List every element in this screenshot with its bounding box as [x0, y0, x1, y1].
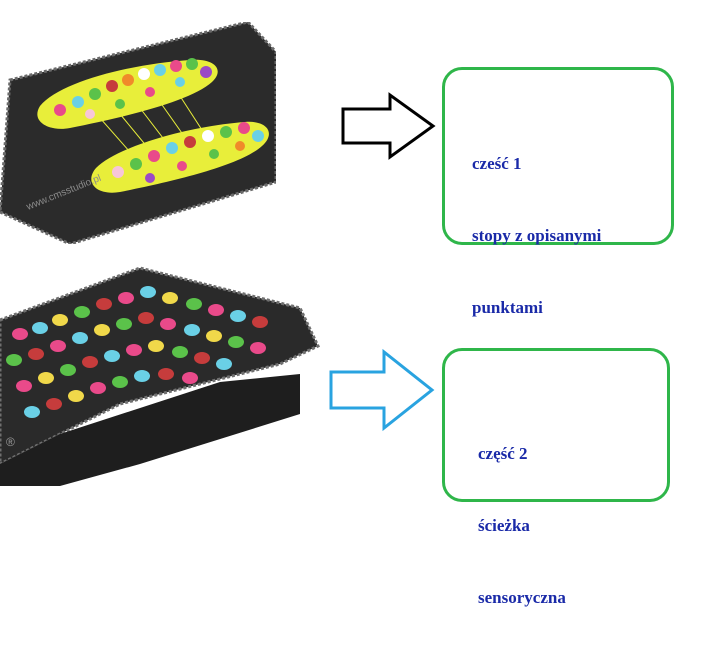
part-2-line-3: sensoryczna [478, 588, 566, 607]
part-2-description-text: część 2 ścieżka sensoryczna [478, 394, 566, 658]
part-2-title: część 2 [478, 444, 528, 463]
acupressure-feet-mat-photo: www.cmsstudio.pl [0, 22, 276, 244]
part-2-line-2: ścieżka [478, 516, 530, 535]
sensory-path-mat-photo: ® [0, 264, 320, 486]
part-1-line-3: punktami [472, 298, 543, 317]
arrow-right-icon [340, 92, 436, 160]
part-1-description-box: cześć 1 stopy z opisanymi punktami akupr… [442, 67, 674, 389]
mat-registered-mark: ® [6, 435, 15, 449]
part-1-title: cześć 1 [472, 154, 522, 173]
part-1-line-2: stopy z opisanymi [472, 226, 602, 245]
part-2-description-box: część 2 ścieżka sensoryczna [442, 348, 670, 607]
arrow-right-icon [328, 348, 436, 432]
